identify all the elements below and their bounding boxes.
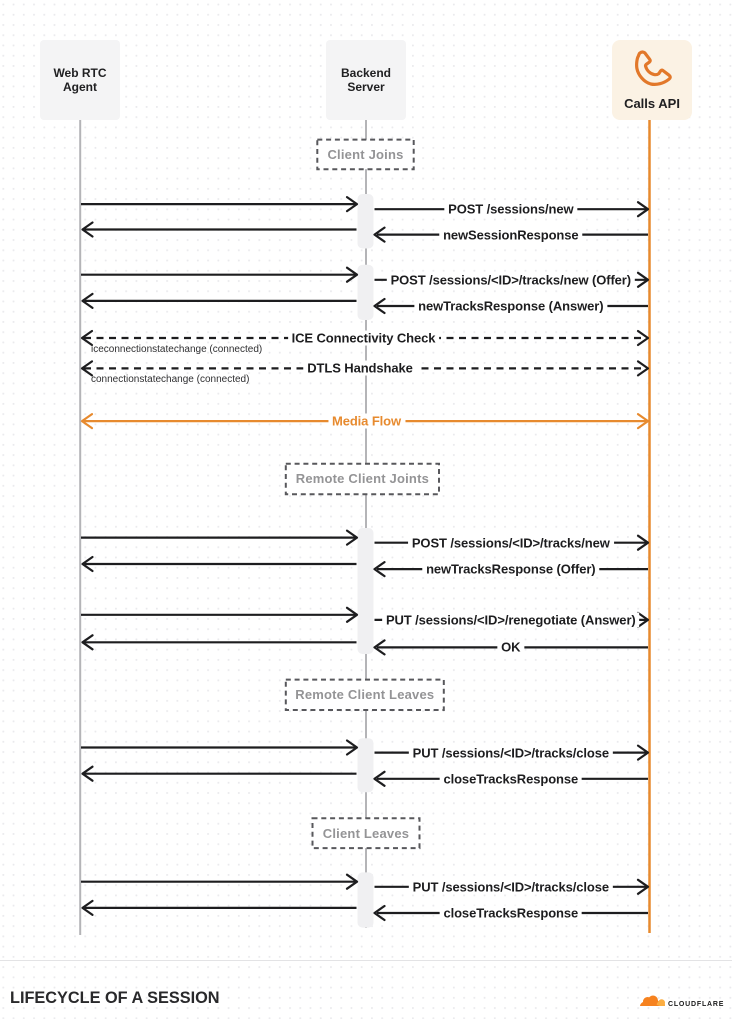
svg-text:CLOUDFLARE: CLOUDFLARE <box>668 1001 724 1008</box>
